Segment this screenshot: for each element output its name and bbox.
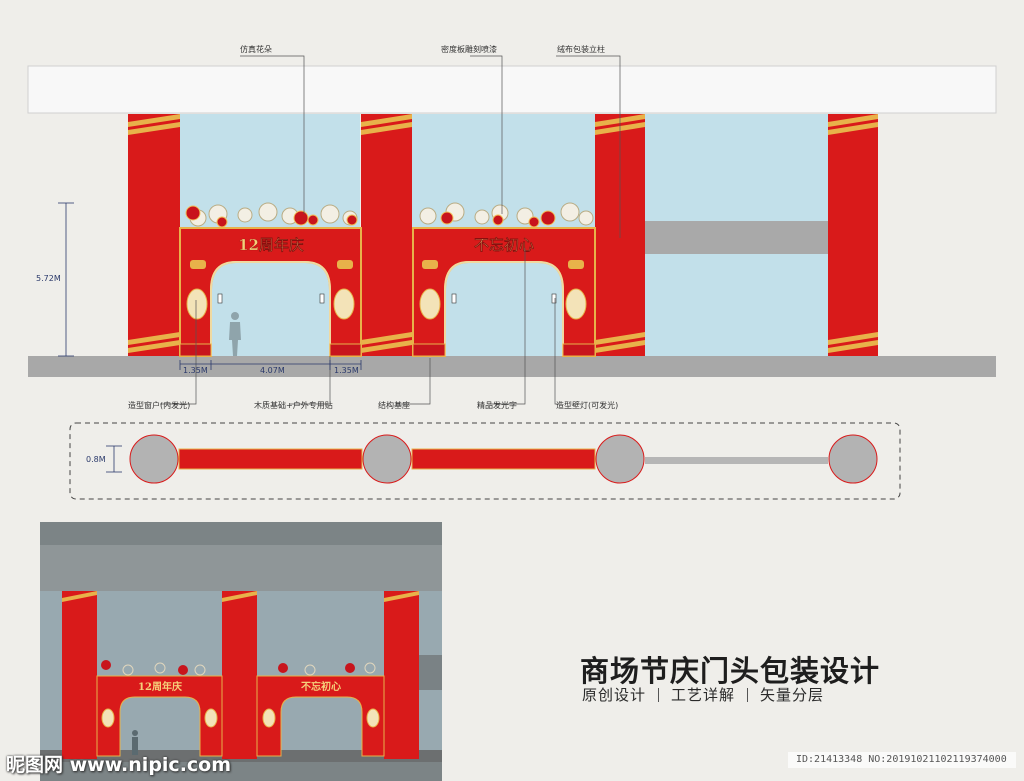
watermark-id: ID:21413348 NO:20191021102119374000 <box>788 752 1016 768</box>
page-title: 商场节庆门头包装设计 <box>580 654 881 688</box>
subtitle-item: 工艺详解 <box>671 686 736 704</box>
subtitle-divider <box>658 688 660 702</box>
arch-gate-right <box>412 227 596 357</box>
callout-wood-base: 木质基础+户外专用贴 <box>254 401 333 410</box>
grey-beam <box>645 221 828 254</box>
dim-height: 5.72M <box>36 274 61 283</box>
pillar <box>361 114 412 356</box>
ceiling-band <box>27 65 997 114</box>
callout-window: 造型窗户(内发光) <box>128 401 191 410</box>
ground-strip <box>28 356 996 377</box>
dim-center-width: 4.07M <box>260 366 285 375</box>
rendering-sign-left: 12周年庆 <box>138 680 182 693</box>
callout-carving: 密度板雕刻喷漆 <box>441 45 497 54</box>
callout-pillar: 绒布包装立柱 <box>557 45 605 54</box>
rendering-sign-right: 不忘初心 <box>301 680 341 693</box>
pillar <box>128 114 180 356</box>
wall-lamp-icon <box>217 293 557 304</box>
callout-glow-text: 精品发光字 <box>477 401 517 410</box>
callout-wall-lamp: 造型壁灯(可发光) <box>556 401 619 410</box>
dim-left-width: 1.35M <box>183 366 208 375</box>
plan-view <box>69 422 901 500</box>
rendering-preview: 12周年庆 不忘初心 <box>40 522 442 781</box>
subtitle-divider <box>747 688 749 702</box>
callout-flowers: 仿真花朵 <box>240 45 272 54</box>
pillar <box>828 114 878 356</box>
arch-gate-left <box>179 227 362 357</box>
page-subtitle: 原创设计 工艺详解 矢量分层 <box>582 684 824 705</box>
dim-depth: 0.8M <box>86 455 106 464</box>
flower-decoration <box>185 205 556 228</box>
leader-lines <box>160 55 621 405</box>
subtitle-item: 矢量分层 <box>760 686 825 704</box>
callout-structure-base: 结构基座 <box>378 401 410 410</box>
dimension-lines <box>58 202 362 473</box>
dim-right-width: 1.35M <box>334 366 359 375</box>
arch-sign-left: 12周年庆 <box>238 236 304 254</box>
person-silhouette <box>229 312 241 356</box>
subtitle-item: 原创设计 <box>582 686 647 704</box>
watermark-logo: 昵图网 www.nipic.com <box>6 754 232 776</box>
arch-sign-right: 不忘初心 <box>474 236 534 254</box>
